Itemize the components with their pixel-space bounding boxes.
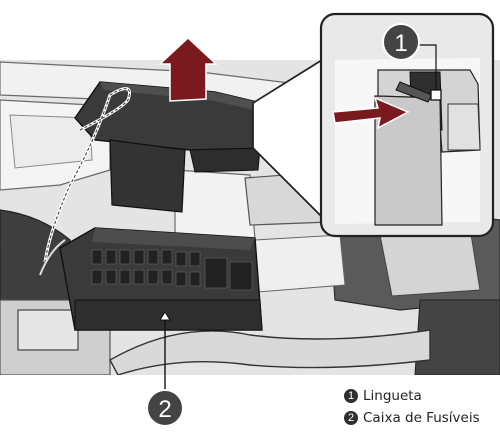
legend-label: Caixa de Fusíveis [363, 410, 480, 426]
legend-number-badge: 1 [344, 389, 358, 403]
legend-item-latch: 1 Lingueta [344, 385, 494, 407]
callout-latch: 1 [382, 23, 420, 61]
fuse-box-cover [74, 81, 301, 213]
fuse-box [59, 227, 263, 331]
legend-label: Lingueta [363, 388, 422, 404]
lift-arrow [158, 36, 218, 102]
latch-detail-inset [252, 12, 495, 238]
push-arrow [332, 96, 410, 130]
callout-fuse-box: 2 [146, 311, 184, 427]
legend: 1 Lingueta 2 Caixa de Fusíveis [344, 385, 494, 429]
callout-fuse-box-number: 2 [158, 396, 171, 423]
callout-latch-number: 1 [394, 30, 407, 57]
legend-item-fuse-box: 2 Caixa de Fusíveis [344, 407, 494, 429]
legend-number-badge: 2 [344, 411, 358, 425]
